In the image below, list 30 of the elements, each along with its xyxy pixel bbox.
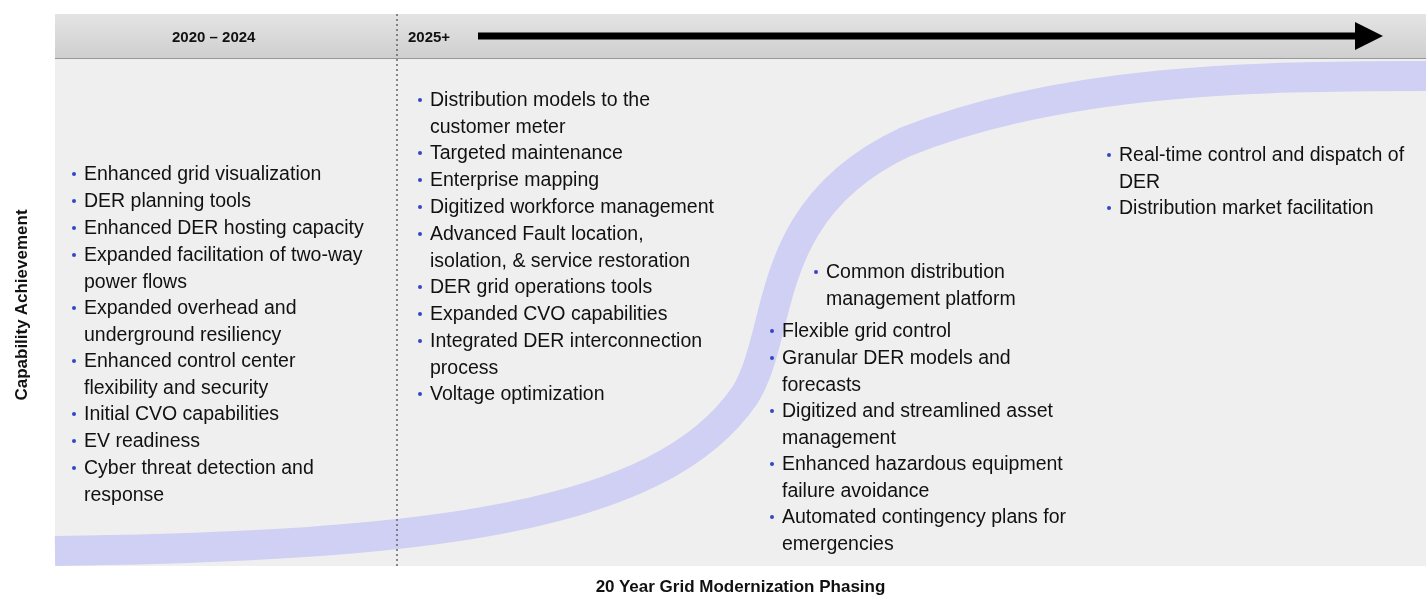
bullet-item: Enterprise mapping [416, 166, 716, 193]
bullet-item: Granular DER models and forecasts [768, 344, 1068, 397]
bullet-item: Flexible grid control [768, 317, 1068, 344]
bullet-item: Targeted maintenance [416, 139, 716, 166]
bullet-item: Voltage optimization [416, 380, 716, 407]
bullet-item: Expanded overhead and underground resiliency [70, 294, 370, 347]
bullet-item: Enhanced control center flexibility and security [70, 347, 370, 400]
bullet-item: Cyber threat detection and response [70, 454, 370, 507]
caption: 20 Year Grid Modernization Phasing [594, 577, 887, 596]
bullet-item: Distribution models to the customer meter [416, 86, 716, 139]
bullet-item: Enhanced DER hosting capacity [70, 214, 370, 241]
bullet-item: Initial CVO capabilities [70, 400, 370, 427]
bullet-item: Expanded CVO capabilities [416, 300, 716, 327]
bullet-item: Digitized and streamlined asset management [768, 397, 1068, 450]
bullet-item: Enhanced hazardous equipment failure avoidance [768, 450, 1068, 503]
period-label: 2020 – 2024 [172, 28, 256, 45]
bullet-item: Enhanced grid visualization [70, 160, 370, 187]
bullet-item: Advanced Fault location, isolation, & service restoration [416, 220, 716, 273]
bullet-item: Expanded facilitation of two-way power flows [70, 241, 370, 294]
bullet-item: Automated contingency plans for emergencies [768, 503, 1068, 556]
bullet-item: Distribution market facilitation [1105, 194, 1425, 221]
bullet-item: EV readiness [70, 427, 370, 454]
bullet-item: Real-time control and dispatch of DER [1105, 141, 1425, 194]
bullet-item: Digitized workforce management [416, 193, 716, 220]
bullet-item: DER planning tools [70, 187, 370, 214]
bullet-item: Common distribution management platform [812, 258, 1052, 311]
period-label: 2025+ [408, 28, 451, 45]
axis-label: Capability Achievement [12, 209, 32, 401]
bullet-item: DER grid operations tools [416, 273, 716, 300]
bullet-item: Integrated DER interconnection process [416, 327, 716, 380]
